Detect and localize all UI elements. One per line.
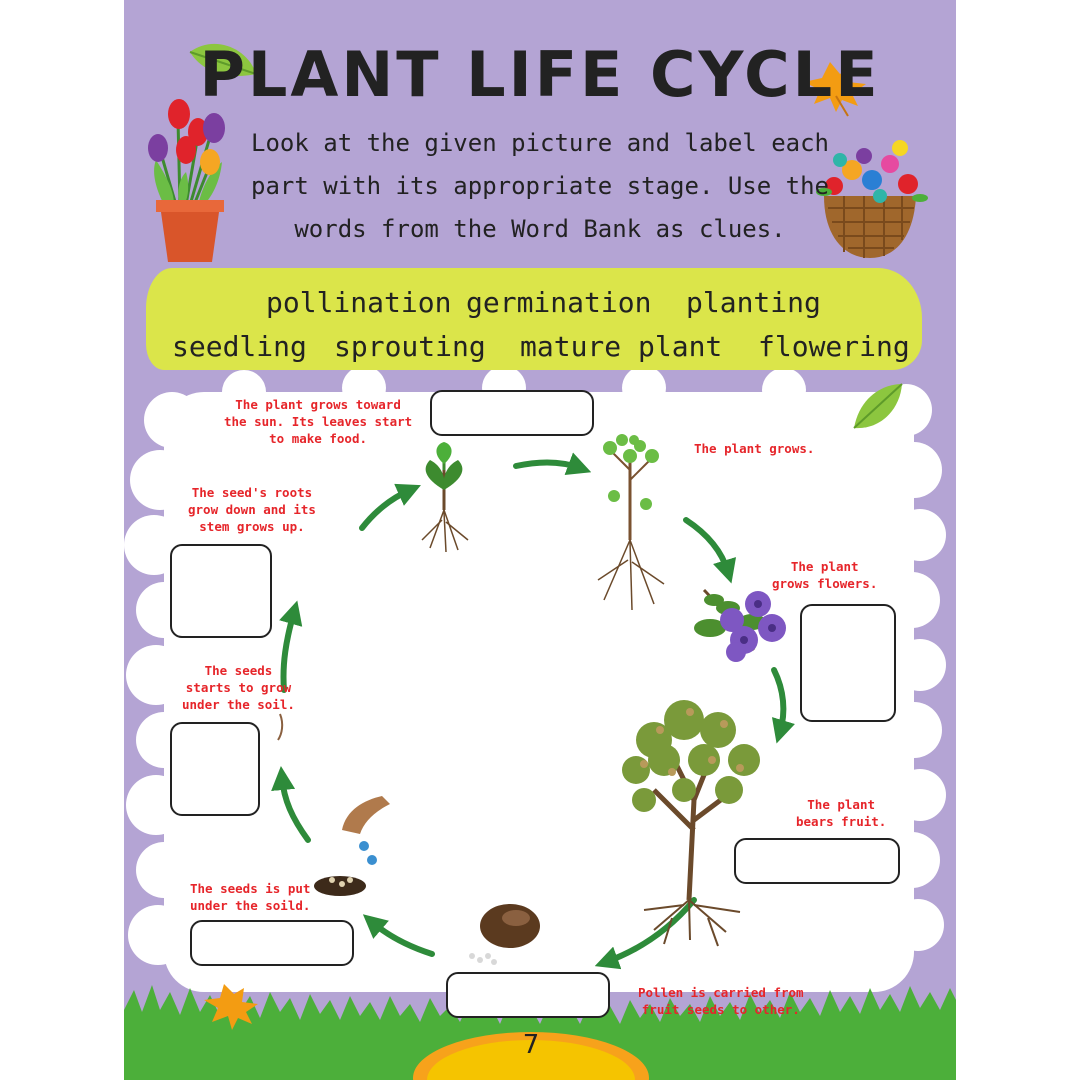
arrow-6 bbox=[271, 766, 311, 843]
word-bank-word: seedling bbox=[172, 330, 307, 363]
green-leaf-right-icon bbox=[853, 383, 903, 429]
label-box-mature-plant[interactable] bbox=[734, 838, 900, 884]
cycle-arrows bbox=[271, 452, 795, 970]
instructions-line: part with its appropriate stage. Use the bbox=[251, 172, 829, 200]
arrow-8 bbox=[359, 483, 421, 531]
young-plant-illustration bbox=[597, 434, 665, 611]
flower-basket-illustration bbox=[816, 140, 928, 258]
green-leaf-icon bbox=[189, 43, 257, 76]
page-number-tab bbox=[413, 1032, 649, 1080]
arrow-3 bbox=[771, 667, 795, 744]
page-number: 7 bbox=[522, 1030, 540, 1060]
label-box-germination[interactable] bbox=[170, 722, 260, 816]
orange-leaf-bottom-icon bbox=[204, 984, 258, 1030]
seedling-illustration bbox=[421, 442, 469, 553]
worksheet-page: PLANT LIFE CYCLE Look at the given pictu… bbox=[124, 0, 956, 1080]
decorative-leaves bbox=[189, 43, 903, 1030]
arrow-5 bbox=[362, 914, 435, 957]
arrow-2 bbox=[683, 517, 737, 584]
label-box-planting[interactable] bbox=[190, 920, 354, 966]
page-title: PLANT LIFE CYCLE bbox=[199, 38, 881, 111]
instructions-line: Look at the given picture and label each bbox=[251, 129, 829, 157]
fruit-seed-illustration bbox=[469, 904, 540, 965]
word-bank-word: planting bbox=[686, 286, 821, 319]
arrow-7 bbox=[279, 600, 303, 693]
label-box-seedling[interactable] bbox=[430, 390, 594, 436]
word-bank-word: sprouting bbox=[334, 330, 486, 363]
tulip-pot-illustration bbox=[148, 99, 225, 262]
label-box-flowering[interactable] bbox=[800, 604, 896, 722]
label-box-pollination[interactable] bbox=[446, 972, 610, 1018]
word-bank-word: pollination bbox=[266, 286, 452, 319]
stage-note-plant-grows: The plant grows. bbox=[694, 441, 815, 456]
arrow-4 bbox=[594, 897, 697, 970]
word-bank-word: flowering bbox=[758, 330, 910, 363]
label-box-sprouting[interactable] bbox=[170, 544, 272, 638]
word-bank bbox=[146, 268, 922, 370]
instructions: Look at the given picture and label each… bbox=[244, 122, 836, 251]
sprouting-seed-illustration bbox=[277, 713, 284, 741]
hand-planting-illustration bbox=[314, 796, 390, 896]
mature-tree-illustration bbox=[622, 700, 760, 947]
word-bank-word: mature plant bbox=[520, 330, 723, 363]
word-bank-word: germination bbox=[466, 286, 652, 319]
arrow-1 bbox=[513, 452, 592, 476]
stage-illustrations bbox=[277, 434, 786, 965]
orange-maple-leaf-icon bbox=[804, 62, 866, 117]
flowers-illustration bbox=[694, 588, 786, 662]
instructions-line: words from the Word Bank as clues. bbox=[294, 215, 786, 243]
